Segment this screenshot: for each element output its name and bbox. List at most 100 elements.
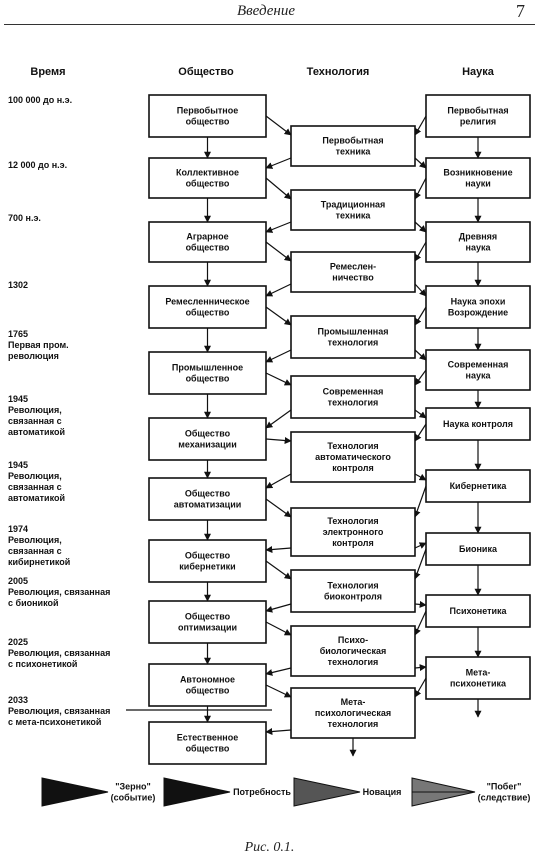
society-node-box: [148, 663, 267, 707]
technology-to-society-arrow: [265, 603, 292, 613]
society-node-box: [148, 94, 267, 138]
technology-to-science-arrow: [414, 157, 427, 169]
society-to-technology-arrow: [265, 684, 292, 698]
society-to-technology-arrow: [265, 177, 292, 200]
science-to-technology-arrow: [414, 177, 427, 200]
society-node-box: [148, 351, 267, 395]
society-to-technology-arrow: [265, 498, 292, 518]
time-label: 12 000 до н.э.: [8, 160, 67, 170]
science-to-technology-arrow: [414, 115, 427, 136]
technology-node-box: [290, 251, 416, 293]
page-number: 7: [516, 1, 525, 21]
technology-node-box: [290, 189, 416, 231]
science-to-technology-arrow: [414, 610, 427, 636]
technology-node-box: [290, 315, 416, 359]
technology-to-society-arrow: [265, 728, 292, 735]
science-node-box: [425, 407, 531, 441]
science-node-box: [425, 157, 531, 199]
society-to-technology-arrow: [265, 372, 292, 386]
technology-node-box: [290, 431, 416, 483]
seed-symbol: [41, 777, 109, 807]
legend-label-shoot: "Побег"(следствие): [478, 782, 531, 803]
society-to-technology-arrow: [265, 560, 292, 580]
technology-to-society-arrow: [265, 473, 292, 489]
technology-node-box: [290, 625, 416, 677]
technology-to-society-arrow: [265, 546, 292, 553]
science-to-technology-arrow: [414, 241, 427, 262]
technology-to-science-arrow: [414, 349, 427, 361]
science-to-technology-arrow: [414, 423, 427, 442]
technology-to-science-arrow: [414, 473, 427, 481]
need-symbol: [163, 777, 231, 807]
science-node-box: [425, 469, 531, 503]
society-to-technology-arrow: [265, 115, 292, 136]
technology-node-label: Ремеслен-ничество: [330, 262, 376, 283]
technology-to-society-arrow: [265, 349, 292, 363]
science-node-box: [425, 349, 531, 391]
technology-to-society-arrow: [265, 409, 292, 429]
node-boxes: [148, 94, 531, 765]
figure-caption: Рис. 0.1.: [244, 840, 295, 855]
science-node-label: Наука контроля: [443, 419, 513, 429]
science-to-technology-arrow: [414, 369, 427, 386]
connector-arrows: [126, 115, 482, 757]
legend-label-innovation: Новация: [363, 787, 402, 797]
time-label: 700 н.э.: [8, 213, 41, 223]
science-node-label: Бионика: [459, 544, 498, 554]
science-node-box: [425, 285, 531, 329]
technology-to-science-arrow: [414, 600, 427, 608]
technology-node-box: [290, 687, 416, 739]
technology-to-science-arrow: [414, 664, 427, 672]
column-header-technology: Технология: [307, 66, 370, 78]
technology-node-box: [290, 507, 416, 557]
science-node-label: Мета-психонетика: [450, 668, 507, 689]
science-to-technology-arrow: [413, 548, 427, 580]
column-header-society: Общество: [178, 66, 234, 78]
technology-node-box: [290, 125, 416, 167]
society-node-box: [148, 221, 267, 263]
technology-to-society-arrow: [265, 667, 292, 676]
science-node-box: [425, 532, 531, 566]
technology-to-society-arrow: [265, 283, 292, 297]
page-header: Введение 7: [0, 0, 539, 26]
society-to-technology-arrow: [265, 241, 292, 262]
science-node-box: [425, 656, 531, 700]
column-header-time: Время: [30, 66, 65, 78]
society-to-technology-arrow: [265, 306, 292, 326]
society-node-box: [148, 477, 267, 521]
society-node-box: [148, 539, 267, 583]
society-node-box: [148, 285, 267, 329]
science-node-box: [425, 94, 531, 138]
science-to-technology-arrow: [414, 677, 427, 698]
header-rule: [4, 24, 535, 25]
society-node-box: [148, 417, 267, 461]
science-node-label: Психонетика: [449, 606, 507, 616]
